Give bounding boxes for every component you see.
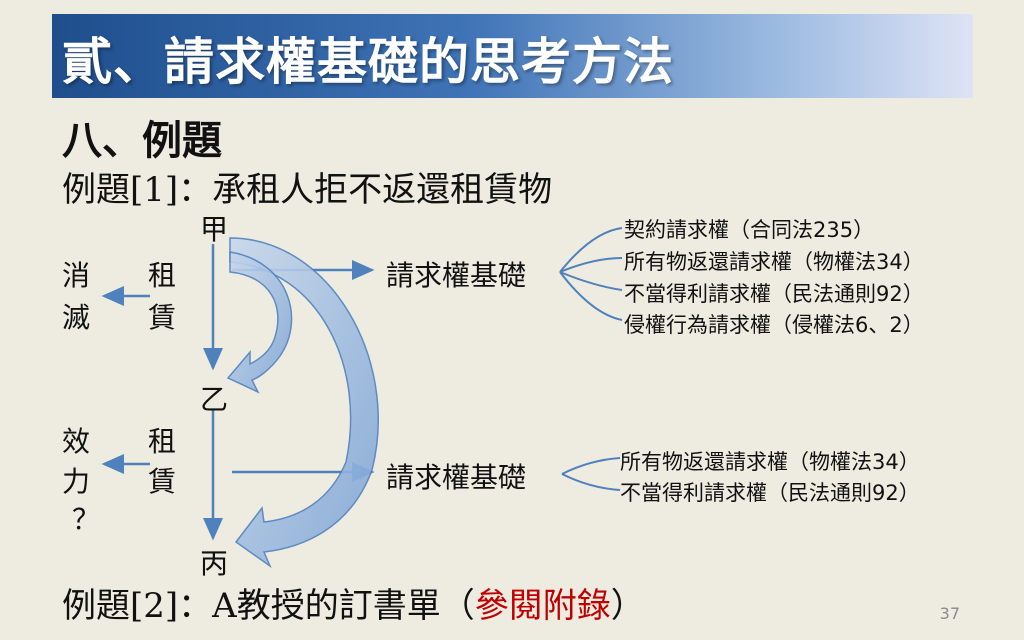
slide-title: 貳、請求權基礎的思考方法 (62, 33, 674, 91)
label-mie: 滅 (62, 301, 91, 334)
example-2-text: 例題[2]：A教授的訂書單（參閱附錄） (62, 578, 645, 627)
example-2-prefix: 例題[2]：A教授的訂書單（ (62, 586, 475, 626)
claim-upper-2: 所有物返還請求權（物權法34） (624, 250, 924, 274)
claim-lower-2: 不當得利請求權（民法通則92） (620, 481, 920, 505)
label-lin-upper: 賃 (148, 301, 177, 334)
claim-upper-3: 不當得利請求權（民法通則92） (624, 282, 924, 306)
fan-lower-1 (561, 457, 621, 475)
party-b: 乙 (200, 383, 229, 416)
label-xiao-effect: 效 (62, 425, 91, 458)
example-2-suffix: ） (610, 586, 645, 626)
section-heading: 八、例題 (62, 118, 222, 164)
label-xiao: 消 (62, 259, 91, 292)
party-c: 丙 (200, 547, 229, 580)
fan-lower-2 (561, 473, 621, 491)
label-lin-lower: 賃 (148, 465, 177, 498)
basis-label-lower: 請求權基礎 (386, 461, 527, 494)
fan-upper-3 (559, 271, 623, 291)
label-zu-upper: 租 (148, 259, 177, 292)
label-zu-lower: 租 (148, 425, 177, 458)
label-question: ？ (72, 503, 101, 536)
example-2-highlight: 參閱附錄 (474, 586, 611, 626)
page-number: 37 (939, 604, 960, 623)
fan-upper-2 (559, 257, 623, 273)
fan-upper-4 (559, 271, 623, 321)
example-1-text: 例題[1]：承租人拒不返還租賃物 (62, 170, 553, 210)
party-a: 甲 (200, 213, 229, 246)
claim-upper-4: 侵權行為請求權（侵權法6、2） (624, 313, 924, 337)
curved-arrow-a-to-b (226, 251, 293, 394)
title-bar (52, 14, 973, 98)
fan-upper-1 (559, 227, 623, 273)
basis-label-upper: 請求權基礎 (386, 259, 527, 292)
label-li: 力 (62, 465, 91, 498)
big-curved-arrow-a-to-c (229, 237, 379, 569)
claim-lower-1: 所有物返還請求權（物權法34） (620, 450, 920, 474)
claim-upper-1: 契約請求權（合同法235） (624, 218, 875, 242)
